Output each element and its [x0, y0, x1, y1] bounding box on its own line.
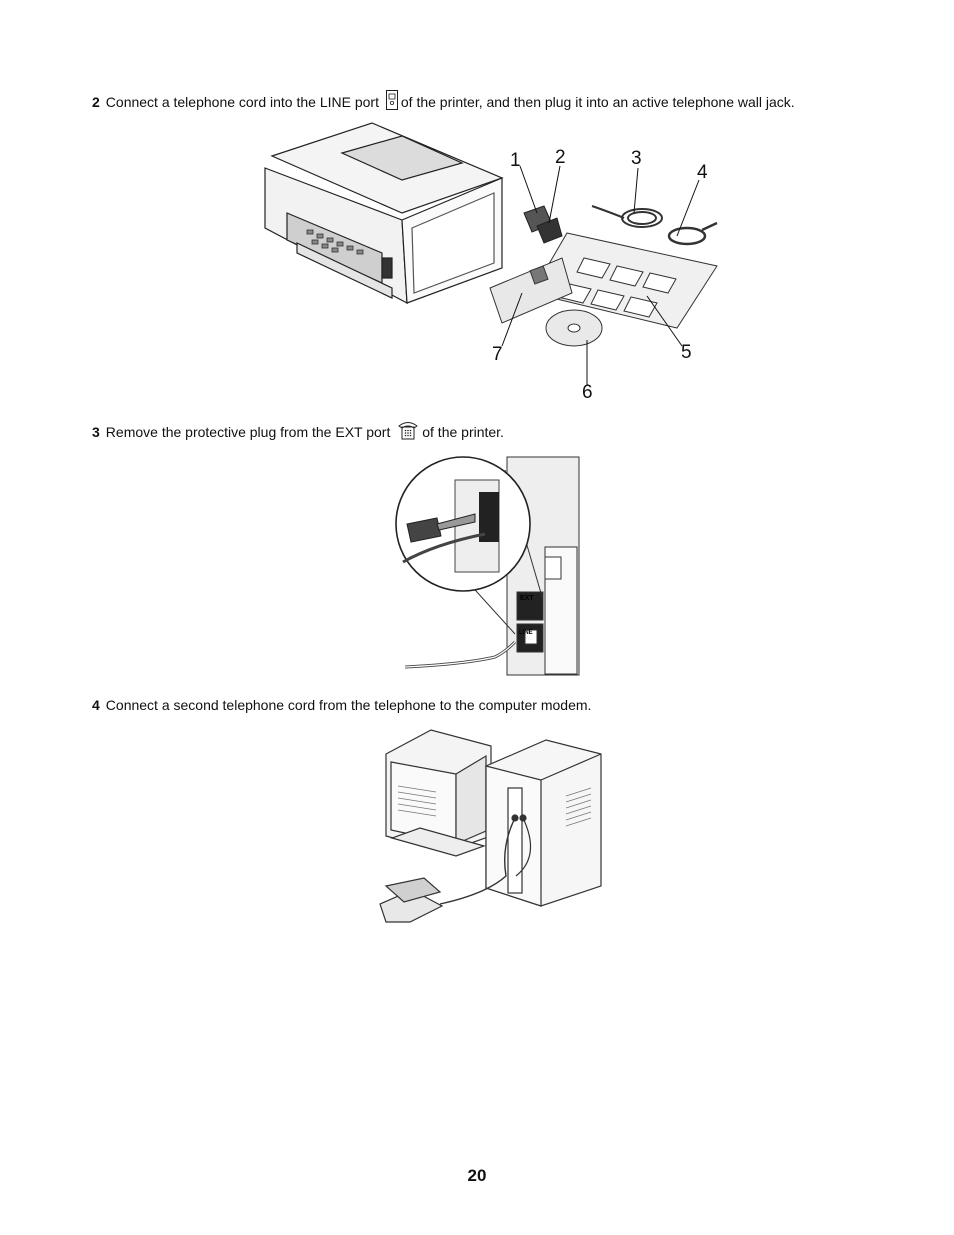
callout-5: 5	[681, 342, 692, 363]
line-label: LINE	[519, 630, 533, 636]
callout-2: 2	[555, 147, 566, 168]
booklet-illustration	[489, 257, 573, 324]
setup-sheet-illustration	[531, 232, 718, 329]
cd-illustration	[545, 309, 603, 347]
printer-illustration	[264, 122, 504, 305]
telephone-cord-illustration	[591, 205, 663, 228]
step-text-after: of the printer, and then plug it into an…	[400, 94, 795, 110]
telephone-to-modem-cord	[439, 817, 516, 905]
ext-port-plug-illustration: EXT LINE	[395, 456, 580, 676]
ink-cartridges-illustration	[523, 205, 563, 244]
power-cord-illustration	[667, 221, 718, 246]
step-number: 4	[92, 697, 100, 713]
step-number: 3	[92, 424, 100, 440]
monitor-illustration	[385, 729, 492, 857]
printer-contents-illustration: 1 2 3 4 5 6 7	[264, 122, 718, 403]
page-number: 20	[467, 1166, 487, 1185]
callout-leaders	[501, 165, 700, 386]
ext-port-icon	[397, 420, 419, 444]
removal-arrow	[436, 513, 476, 531]
step-number: 2	[92, 94, 100, 110]
protective-plug	[406, 517, 442, 543]
printer-back-panel	[506, 456, 580, 676]
callout-3: 3	[631, 148, 642, 169]
line-port-icon	[385, 90, 398, 114]
step-4: 4 Connect a second telephone cord from th…	[92, 696, 591, 714]
step-2: 2 Connect a telephone cord into the LINE …	[92, 90, 795, 114]
callout-6: 6	[582, 382, 593, 403]
step-3: 3 Remove the protective plug from the EXT…	[92, 420, 504, 444]
callout-1: 1	[510, 150, 521, 171]
step-text-after: of the printer.	[422, 424, 504, 440]
telephone-illustration	[379, 877, 444, 923]
callout-4: 4	[697, 162, 708, 183]
step-text: Connect a telephone cord into the LINE p…	[105, 94, 379, 110]
ext-label: EXT	[520, 595, 534, 602]
step-text: Remove the protective plug from the EXT …	[105, 424, 391, 440]
step-text: Connect a second telephone cord from the…	[105, 697, 592, 713]
callout-7: 7	[492, 344, 503, 365]
computer-telephone-illustration	[379, 729, 602, 923]
magnified-detail	[395, 456, 544, 635]
computer-tower-illustration	[485, 739, 602, 907]
